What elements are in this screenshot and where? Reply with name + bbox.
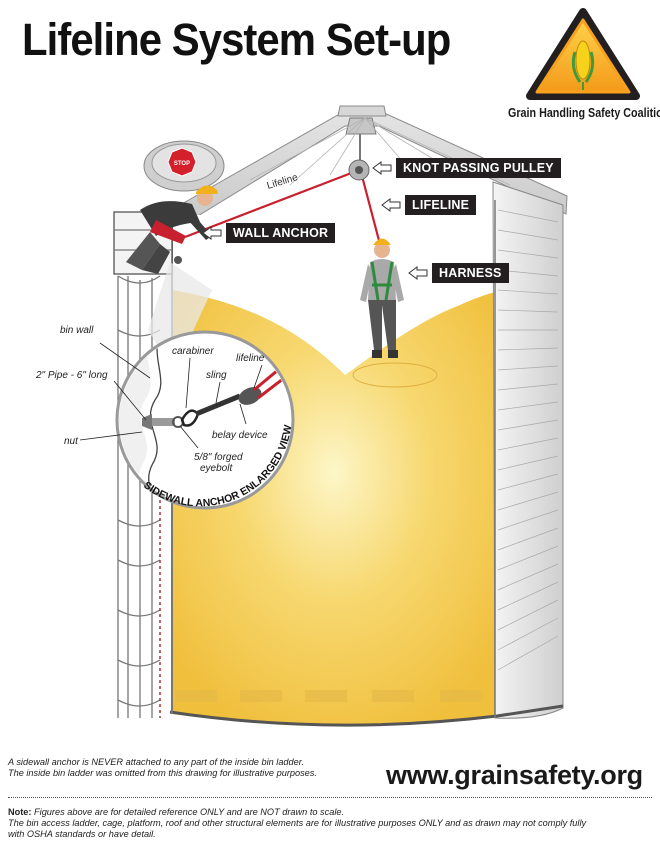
label-lifeline-detail: lifeline xyxy=(236,353,265,364)
website-url[interactable]: www.grainsafety.org xyxy=(386,760,643,790)
note-line-1-text: Figures above are for detailed reference… xyxy=(31,807,345,817)
label-sling: sling xyxy=(206,370,227,381)
callout-wall-anchor: WALL ANCHOR xyxy=(202,223,336,243)
label-eyebolt-1: 5/8" forged xyxy=(194,452,243,463)
stop-sign-icon: STOP xyxy=(167,147,197,177)
lifeline-rope xyxy=(184,170,384,253)
grain-bin xyxy=(169,181,564,727)
note-line-2: The bin access ladder, cage, platform, r… xyxy=(8,818,587,828)
callout-lifeline: LIFELINE xyxy=(381,195,477,215)
label-bin-wall: bin wall xyxy=(60,325,94,336)
callout-label: KNOT PASSING PULLEY xyxy=(396,158,561,178)
page-title: Lifeline System Set-up xyxy=(22,14,451,65)
callout-label: WALL ANCHOR xyxy=(226,223,336,243)
callout-arrow-icon xyxy=(202,226,222,240)
label-eyebolt-2: eyebolt xyxy=(200,463,233,474)
detail-title-path: SIDEWALL ANCHOR ENLARGED VIEW xyxy=(141,424,294,509)
callout-arrow-icon xyxy=(372,161,392,175)
callout-label: HARNESS xyxy=(432,263,509,283)
warning-triangle-logo xyxy=(526,8,640,100)
note-line-1: Note: Figures above are for detailed ref… xyxy=(8,807,344,819)
label-belay-device: belay device xyxy=(212,430,268,441)
label-nut: nut xyxy=(64,436,78,447)
label-pipe: 2" Pipe - 6" long xyxy=(36,370,108,381)
organization-name: Grain Handling Safety Coalition xyxy=(508,106,660,120)
anchor-point xyxy=(174,256,182,264)
callout-arrow-icon xyxy=(381,198,401,212)
stop-sign-text: STOP xyxy=(174,161,190,167)
callout-label: LIFELINE xyxy=(405,195,477,215)
corn-ear-icon xyxy=(571,40,595,90)
detail-title: SIDEWALL ANCHOR ENLARGED VIEW xyxy=(141,424,294,509)
note-label: Note: xyxy=(8,807,32,817)
label-carabiner: carabiner xyxy=(172,346,214,357)
callout-arrow-icon xyxy=(408,266,428,280)
footer-divider xyxy=(8,797,652,798)
footer-line-2: The inside bin ladder was omitted from t… xyxy=(8,768,317,778)
knot-passing-pulley xyxy=(348,134,370,181)
entrant-worker xyxy=(352,238,438,388)
note-line-3: with OSHA standards or have detail. xyxy=(8,829,156,839)
callout-knot-passing-pulley: KNOT PASSING PULLEY xyxy=(372,158,561,178)
footer-line-1: A sidewall anchor is NEVER attached to a… xyxy=(8,757,305,767)
roof-hatch: STOP xyxy=(143,140,225,192)
callout-harness: HARNESS xyxy=(408,263,509,283)
